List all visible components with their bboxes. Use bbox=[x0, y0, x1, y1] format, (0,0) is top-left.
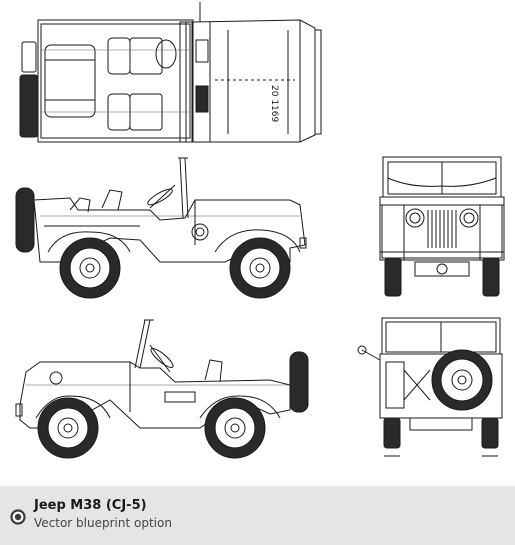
caption-subtitle: Vector blueprint option bbox=[34, 516, 172, 530]
hood-marking: 20 1169 bbox=[269, 85, 279, 122]
top-view bbox=[20, 2, 321, 142]
radio-button-selected[interactable] bbox=[10, 509, 26, 525]
jeep-blueprint-drawing: 20 1169 bbox=[0, 0, 515, 486]
front-view bbox=[380, 157, 504, 296]
rear-view bbox=[358, 318, 502, 456]
caption-title: Jeep M38 (CJ-5) bbox=[34, 498, 147, 513]
caption-bar bbox=[0, 486, 515, 545]
side-view-left bbox=[16, 158, 306, 298]
side-view-right bbox=[16, 320, 308, 458]
